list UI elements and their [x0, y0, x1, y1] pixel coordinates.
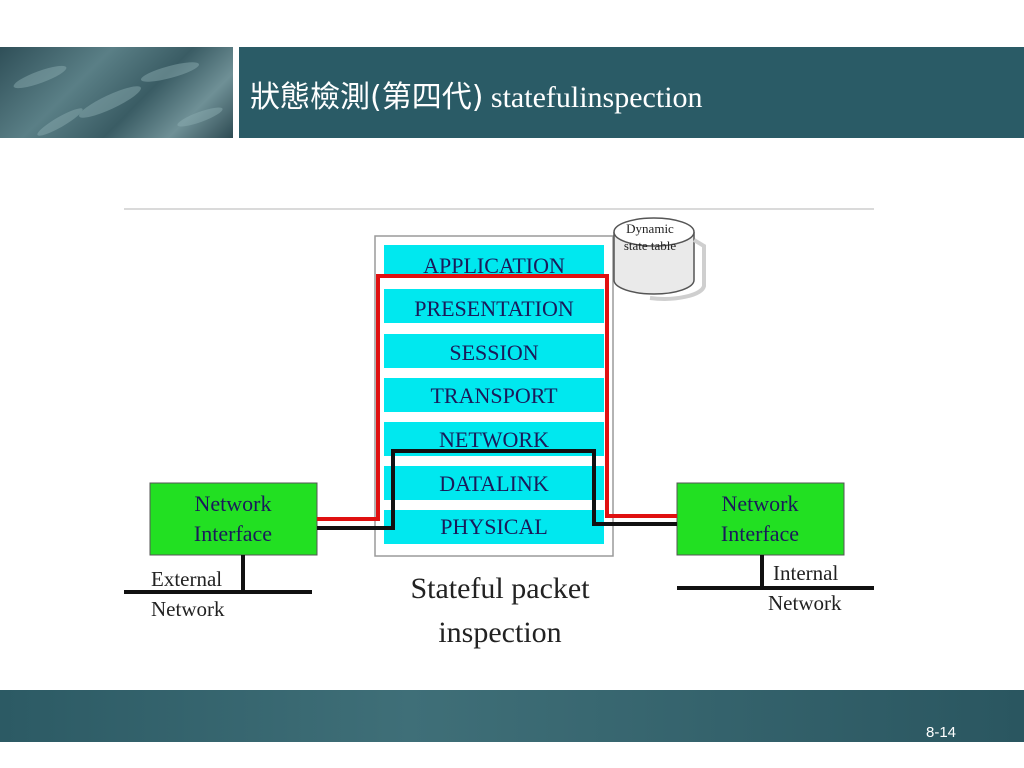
external-network: External Network — [124, 555, 312, 621]
layer-physical — [382, 508, 606, 546]
right-interface-box — [676, 482, 845, 556]
page-title-latin: statefulinspection — [483, 81, 703, 114]
layer-application — [382, 243, 606, 280]
header-band — [239, 47, 1024, 138]
state-table-label-line2: state table — [624, 238, 677, 253]
footer-band — [0, 690, 1024, 742]
left-interface-label-line1: Network — [195, 491, 272, 516]
layer-session-label: SESSION — [449, 340, 538, 365]
internal-network: Internal Network — [677, 555, 874, 615]
page-title-cjk: 狀態檢測(第四代) — [250, 80, 484, 115]
osi-layer-stack: APPLICATION PRESENTATION SESSION TRANSPO… — [382, 243, 606, 546]
layer-presentation-label: PRESENTATION — [414, 296, 574, 321]
state-table-cylinder-body — [613, 232, 695, 295]
page-title: 狀態檢測(第四代) statefulinspection — [250, 72, 703, 116]
stateful-inspection-diagram: APPLICATION PRESENTATION SESSION TRANSPO… — [124, 208, 874, 649]
left-interface-box — [149, 482, 318, 556]
header-thumbnail-image — [0, 47, 233, 138]
layer-session — [382, 332, 606, 370]
dynamic-state-table: Dynamic state table — [613, 217, 706, 301]
layer-application-label: APPLICATION — [423, 253, 565, 278]
layer-presentation — [382, 287, 606, 325]
data-path-black — [317, 449, 677, 530]
left-interface-label-line2: Interface — [194, 521, 272, 546]
diagram-caption-line1: Stateful packet — [410, 572, 590, 605]
layer-transport-label: TRANSPORT — [430, 383, 558, 408]
layer-datalink-label: DATALINK — [439, 471, 549, 496]
layer-physical-label: PHYSICAL — [440, 514, 548, 539]
left-network-interface: Network Interface — [149, 482, 318, 556]
external-network-label-line2: Network — [151, 597, 225, 621]
right-interface-label-line2: Interface — [721, 521, 799, 546]
state-table-shadow — [649, 238, 706, 301]
external-network-label-line1: External — [151, 567, 222, 591]
right-interface-label-line1: Network — [722, 491, 799, 516]
inspection-path-red — [317, 274, 677, 521]
state-table-cylinder-top — [613, 217, 695, 247]
internal-network-label-line1: Internal — [773, 561, 838, 585]
internal-network-label-line2: Network — [768, 591, 842, 615]
layer-network-label: NETWORK — [439, 427, 549, 452]
right-network-interface: Network Interface — [676, 482, 845, 556]
page-number: 8-14 — [926, 724, 957, 741]
diagram-caption-line2: inspection — [438, 616, 561, 649]
layer-transport — [382, 376, 606, 414]
state-table-label-line1: Dynamic — [626, 221, 674, 236]
